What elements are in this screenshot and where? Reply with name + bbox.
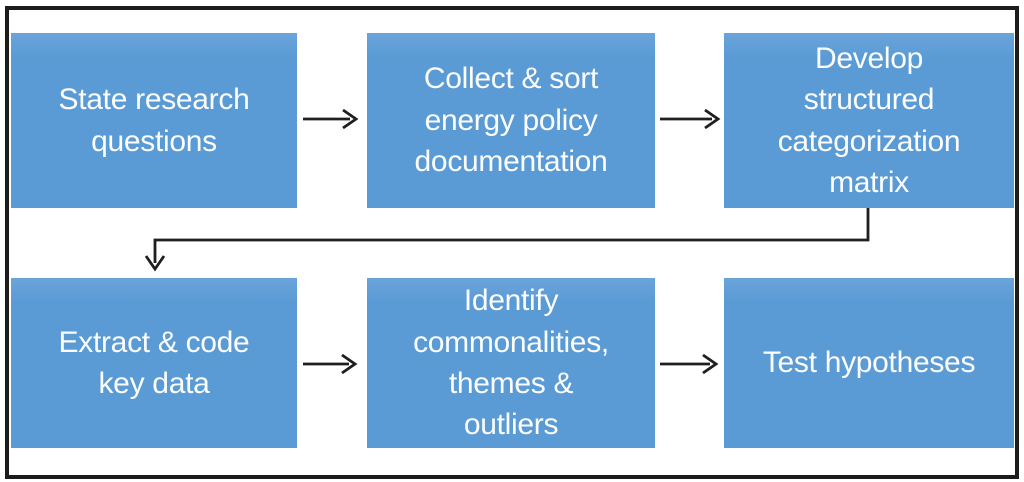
flow-step-label: Extract & code key data <box>58 325 250 400</box>
flow-step-collect-sort-documentation: Collect & sort energy policy documentati… <box>367 33 655 208</box>
diagram-outer-border <box>5 6 1019 479</box>
flow-step-develop-categorization-matrix: Develop structured categorization matrix <box>724 33 1014 208</box>
flow-step-label: Test hypotheses <box>762 346 976 380</box>
flow-step-extract-code-key-data: Extract & code key data <box>11 278 297 448</box>
flow-step-state-research-questions: State research questions <box>11 33 297 208</box>
flow-step-label: State research questions <box>58 83 250 158</box>
flow-step-identify-commonalities: Identify commonalities, themes & outlier… <box>367 278 655 448</box>
flow-step-test-hypotheses: Test hypotheses <box>724 278 1014 448</box>
flow-step-label: Collect & sort energy policy documentati… <box>414 62 608 179</box>
flow-step-label: Develop structured categorization matrix <box>777 41 961 199</box>
flow-step-label: Identify commonalities, themes & outlier… <box>413 284 609 442</box>
